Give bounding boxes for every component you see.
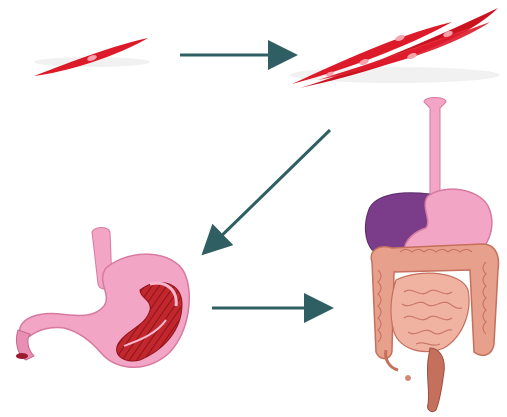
digestive-system-icon — [365, 98, 498, 412]
smooth-muscle-cell-icon — [34, 38, 150, 76]
smooth-muscle-tissue-icon — [290, 8, 500, 88]
arrow-tissue-to-organ — [210, 130, 330, 247]
stomach-icon — [16, 228, 189, 368]
